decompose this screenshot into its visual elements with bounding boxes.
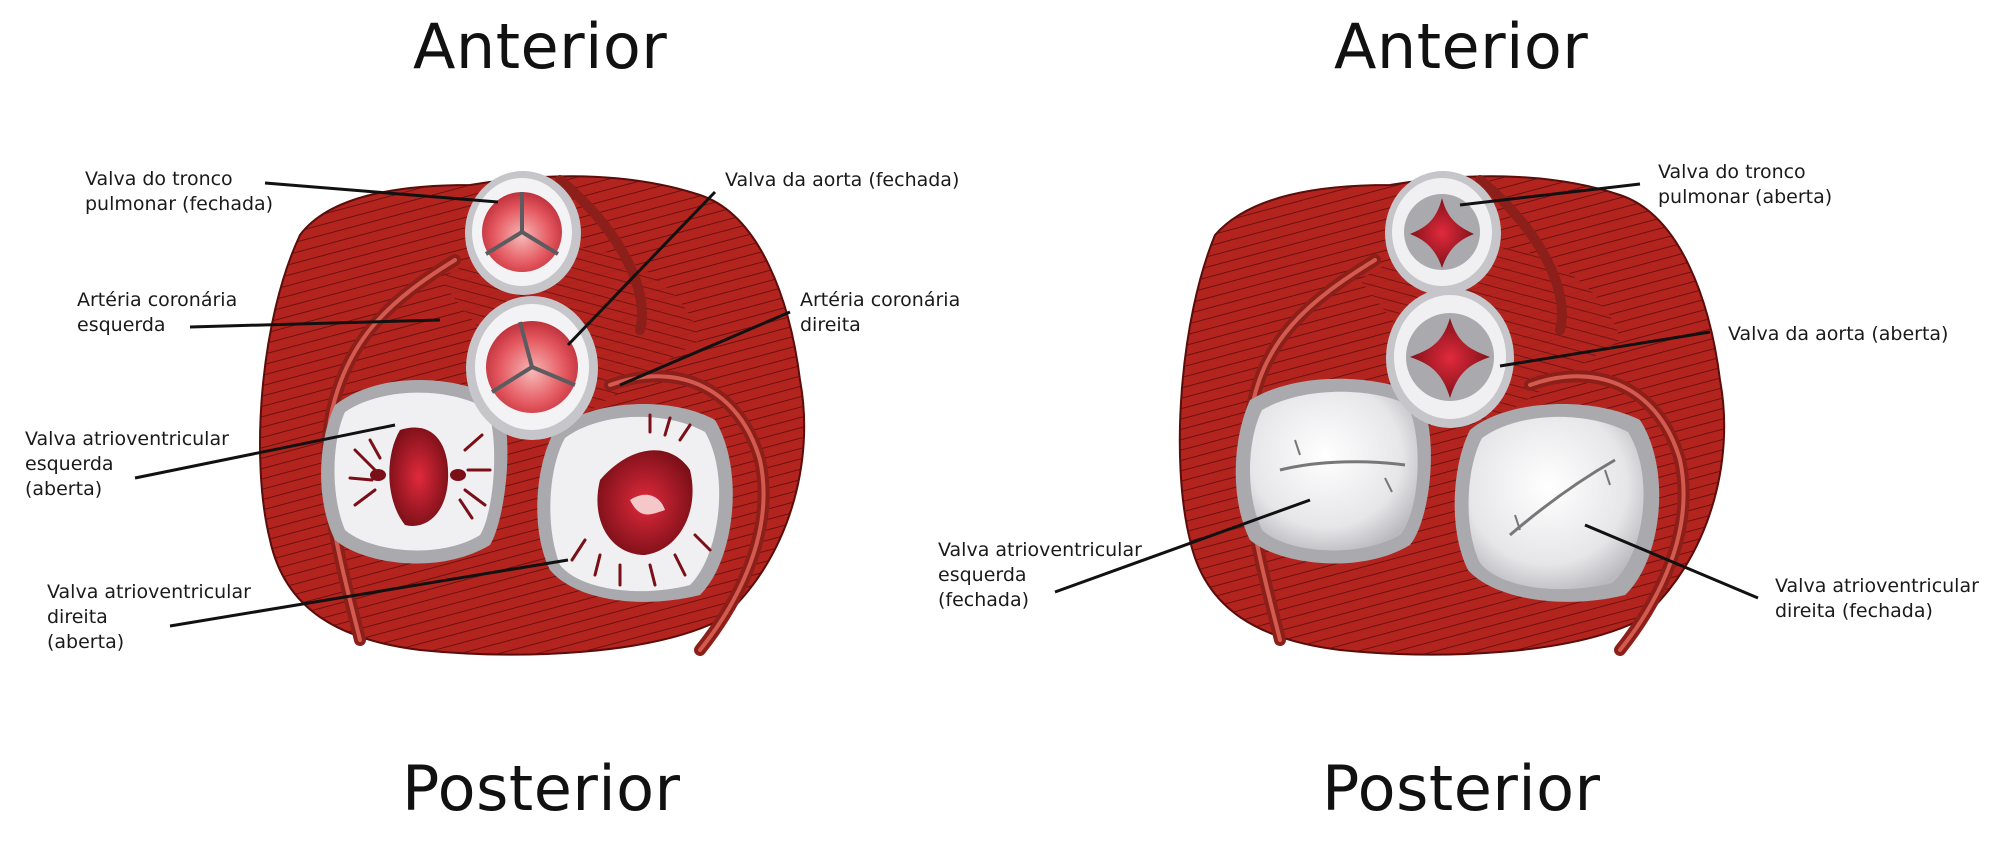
leader-right-pulmonary: [1459, 182, 1641, 207]
label-left-rcoronary-line1: Artéria coronária: [800, 289, 961, 311]
left-anterior-heading: Anterior: [413, 10, 668, 83]
label-left-rcoronary: Artéria coronária direita: [800, 288, 960, 338]
label-left-lav-line3: (aberta): [25, 478, 103, 500]
anterior-vessel: [555, 175, 647, 335]
leader-right-lav: [1054, 498, 1311, 594]
leader-left-aortic: [566, 190, 717, 347]
leader-left-rcoronary: [619, 310, 791, 387]
label-left-rav-line1: Valva atrioventricular: [47, 581, 251, 603]
leader-left-rav: [169, 558, 569, 628]
right-anterior-heading: Anterior: [1334, 10, 1589, 83]
right-left-av-valve-closed: [1235, 378, 1431, 564]
label-left-lcoronary: Artéria coronária esquerda: [77, 288, 237, 338]
label-left-pulmonary-line1: Valva do tronco: [85, 168, 233, 190]
label-right-pulmonary: Valva do tronco pulmonar (aberta): [1658, 160, 1832, 210]
leader-right-rav: [1584, 523, 1759, 600]
right-right-av-valve-closed: [1454, 403, 1660, 602]
leader-left-lcoronary: [189, 318, 441, 329]
right-heart: [1054, 171, 1759, 656]
left-heart: [134, 171, 806, 656]
label-right-lav-line2: esquerda: [938, 564, 1027, 586]
left-aortic-valve-closed: [466, 296, 598, 440]
leader-left-lav: [134, 423, 396, 480]
leader-right-aortic: [1499, 330, 1711, 368]
label-left-lav-line1: Valva atrioventricular: [25, 428, 229, 450]
left-av-valve-open: [321, 380, 508, 564]
label-left-aortic-line1: Valva da aorta (fechada): [725, 169, 960, 191]
right-aortic-valve-open: [1386, 288, 1514, 428]
label-left-rcoronary-line2: direita: [800, 314, 861, 336]
right-av-valve-open: [537, 403, 733, 602]
label-right-aortic-line1: Valva da aorta (aberta): [1728, 323, 1949, 345]
label-right-lav-line3: (fechada): [938, 589, 1030, 611]
left-pulmonary-valve-closed: [465, 171, 581, 295]
label-right-lav-line1: Valva atrioventricular: [938, 539, 1142, 561]
label-left-lav: Valva atrioventricular esquerda (aberta): [25, 427, 229, 502]
label-left-lav-line2: esquerda: [25, 453, 114, 475]
right-pulmonary-valve-open: [1385, 171, 1501, 295]
label-left-pulmonary-line2: pulmonar (fechada): [85, 193, 274, 215]
label-right-pulmonary-line1: Valva do tronco: [1658, 161, 1806, 183]
label-left-lcoronary-line2: esquerda: [77, 314, 166, 336]
label-left-lcoronary-line1: Artéria coronária: [77, 289, 238, 311]
right-coronary-vessel-hl: [608, 374, 766, 652]
label-left-rav-line2: direita: [47, 606, 108, 628]
right-heart-rvessel-hl: [1528, 374, 1686, 652]
leader-left-pulmonary: [264, 181, 499, 204]
left-posterior-heading: Posterior: [402, 752, 681, 825]
label-left-aortic: Valva da aorta (fechada): [725, 168, 959, 193]
label-right-aortic: Valva da aorta (aberta): [1728, 322, 1948, 347]
right-heart-avessel: [1475, 175, 1567, 335]
label-left-pulmonary: Valva do tronco pulmonar (fechada): [85, 167, 273, 217]
right-posterior-heading: Posterior: [1322, 752, 1601, 825]
label-left-rav-line3: (aberta): [47, 631, 125, 653]
label-right-pulmonary-line2: pulmonar (aberta): [1658, 186, 1833, 208]
label-right-lav: Valva atrioventricular esquerda (fechada…: [938, 538, 1142, 613]
label-right-rav-line2: direita (fechada): [1775, 600, 1933, 622]
label-right-rav-line1: Valva atrioventricular: [1775, 575, 1979, 597]
label-right-rav: Valva atrioventricular direita (fechada): [1775, 574, 1979, 624]
label-left-rav: Valva atrioventricular direita (aberta): [47, 580, 251, 655]
